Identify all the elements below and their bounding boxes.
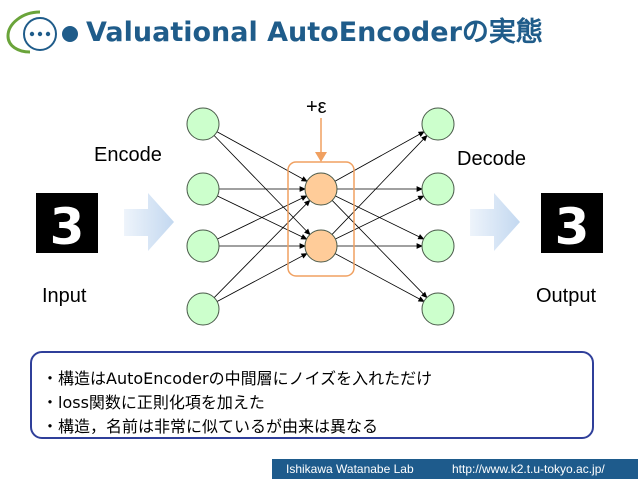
connection-line (331, 200, 428, 298)
arrowhead-icon (303, 199, 311, 207)
arrowhead-icon (417, 131, 425, 137)
slide-title: Valuational AutoEncoderの実態 (86, 17, 543, 48)
arrowhead-icon (299, 186, 306, 192)
arrowhead-icon (421, 291, 428, 299)
encode-arrow-icon (124, 193, 174, 251)
input-node (186, 292, 220, 326)
output-label: Output (536, 285, 597, 307)
connection-line (216, 131, 308, 182)
arrowhead-icon (417, 234, 425, 240)
connection-line (213, 135, 311, 235)
input-digit-image: 3 (36, 193, 98, 256)
arrowhead-icon (299, 243, 306, 249)
network-nodes (186, 107, 455, 326)
note-line: ・構造はAutoEncoderの中間層にノイズを入れただけ (42, 369, 433, 388)
output-node (421, 229, 455, 263)
connection-line (216, 253, 308, 302)
hidden-node (304, 172, 338, 206)
input-label: Input (42, 285, 87, 307)
decode-label: Decode (457, 148, 526, 170)
output-node (421, 172, 455, 206)
arrowhead-icon (416, 243, 423, 249)
connection-line (334, 253, 425, 302)
arrowhead-icon (416, 186, 423, 192)
arrowhead-icon (304, 228, 311, 236)
note-line: ・loss関数に正則化項を加えた (42, 393, 265, 412)
svg-text:3: 3 (50, 198, 85, 256)
input-node (186, 172, 220, 206)
notes-box: ・構造はAutoEncoderの中間層にノイズを入れただけ ・loss関数に正則… (30, 351, 594, 439)
input-node (186, 229, 220, 263)
footer-url[interactable]: http://www.k2.t.u-tokyo.ac.jp/ (452, 462, 605, 476)
svg-text:3: 3 (555, 198, 590, 256)
noise-arrow (315, 118, 327, 162)
lab-logo-icon (6, 10, 78, 54)
arrowhead-icon (300, 176, 308, 182)
connection-line (217, 195, 307, 240)
note-line: ・構造，名前は非常に似ているが由来は異なる (42, 417, 379, 436)
encode-label: Encode (94, 144, 162, 166)
decode-arrow-icon (470, 193, 520, 251)
network-connections (213, 131, 428, 302)
connection-line (213, 200, 311, 298)
arrowhead-icon (300, 234, 308, 240)
connection-line (334, 131, 425, 182)
input-node (186, 107, 220, 141)
output-digit-image: 3 (541, 193, 603, 256)
hidden-node (304, 229, 338, 263)
noise-label: +ε (306, 96, 327, 118)
arrowhead-icon (417, 195, 425, 201)
output-node (421, 292, 455, 326)
arrowhead-icon (421, 134, 428, 142)
footer-lab: Ishikawa Watanabe Lab (286, 462, 414, 476)
arrowhead-icon (300, 195, 308, 201)
connection-line (335, 195, 424, 240)
connection-line (331, 135, 428, 235)
arrowhead-icon (417, 296, 425, 302)
output-node (421, 107, 455, 141)
arrowhead-icon (300, 253, 308, 259)
footer-bar: Ishikawa Watanabe Lab http://www.k2.t.u-… (272, 459, 638, 479)
